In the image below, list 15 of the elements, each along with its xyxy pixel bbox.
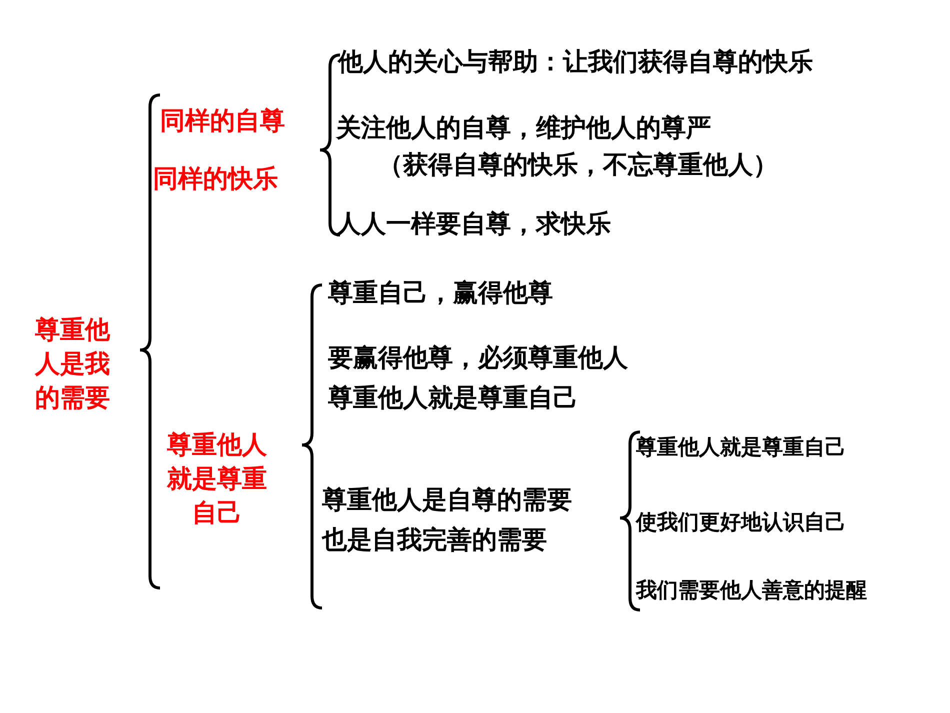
branch-text: 要赢得他尊，必须尊重他人 (328, 342, 628, 374)
branch-text: 尊重自己，赢得他尊 (328, 277, 553, 309)
branch-text: 尊重他人就是尊重自己 (328, 382, 578, 414)
branch-text: 他人的关心与帮助：让我们获得自尊的快乐 (338, 46, 813, 78)
branch-text: 同样的自尊 (160, 105, 285, 137)
branch-text: 关注他人的自尊，维护他人的尊严 (336, 112, 711, 144)
branch-text: 也是自我完善的需要 (322, 524, 547, 556)
branch-text: （获得自尊的快乐，不忘尊重他人） (377, 149, 779, 181)
branch-text: 我们需要他人善意的提醒 (636, 577, 867, 604)
branch-text: 使我们更好地认识自己 (636, 509, 846, 536)
branch-text: 尊重他人是我的需要 (34, 314, 112, 414)
branch-text: 尊重他人是自尊的需要 (322, 484, 572, 516)
branch-text: 尊重他人就是尊重自己 (166, 429, 268, 529)
branch-text: 同样的快乐 (153, 163, 278, 195)
branch-text: 尊重他人就是尊重自己 (636, 434, 846, 461)
